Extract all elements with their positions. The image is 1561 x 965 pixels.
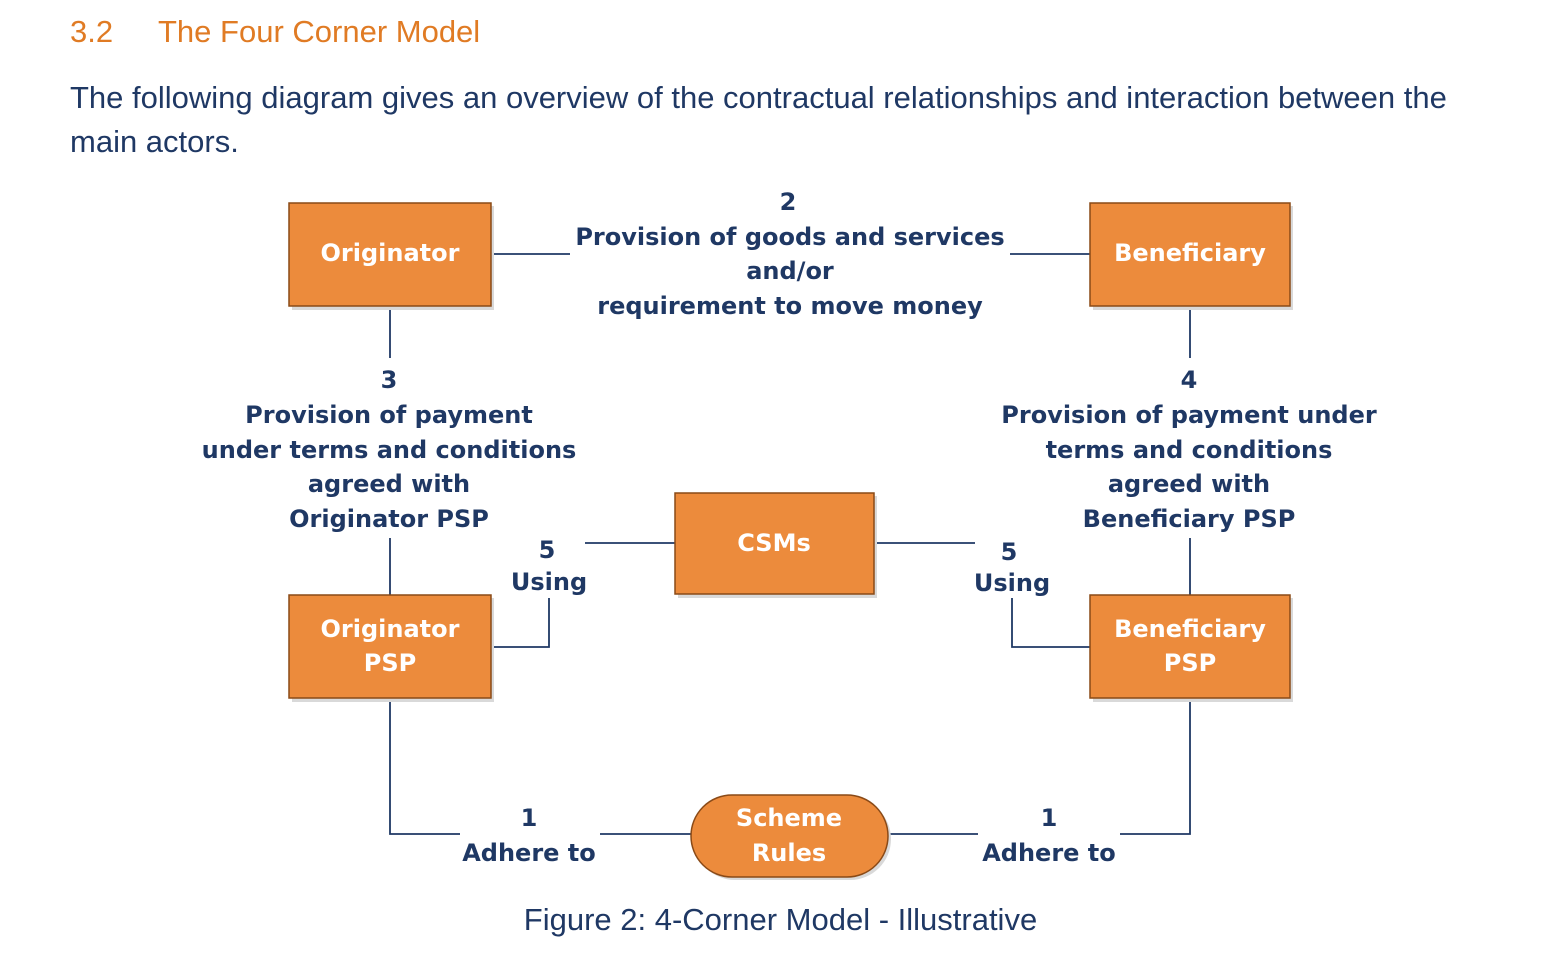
beneficiary-psp-label-1: Beneficiary <box>1114 615 1266 643</box>
rel4-line-1: Provision of payment under <box>1001 401 1377 429</box>
figure-caption: Figure 2: 4-Corner Model - Illustrative <box>523 902 1038 937</box>
rel1-right-number: 1 <box>1041 804 1058 832</box>
beneficiary-label: Beneficiary <box>1114 239 1266 267</box>
connector-beneficiary-psp-rel5 <box>1011 598 1090 648</box>
rel4-number: 4 <box>1181 366 1198 394</box>
scheme-rules-label-1: Scheme <box>736 804 842 832</box>
csms-box: CSMs <box>674 492 877 598</box>
section-heading: 3.2 The Four Corner Model <box>70 14 480 50</box>
scheme-rules-box: Scheme Rules <box>690 794 891 880</box>
relationship-1-left-label: 1 Adhere to <box>462 804 596 867</box>
csms-label: CSMs <box>737 529 811 557</box>
rel4-line-2: terms and conditions <box>1046 436 1333 464</box>
connector-originator-psp-rel5 <box>491 598 550 648</box>
intro-paragraph: The following diagram gives an overview … <box>70 80 1447 159</box>
relationship-1-right-label: 1 Adhere to <box>982 804 1116 867</box>
rel3-line-1: Provision of payment <box>245 401 533 429</box>
rel4-line-3: agreed with <box>1108 470 1270 498</box>
beneficiary-psp-label-2: PSP <box>1164 649 1216 677</box>
rel3-line-3: agreed with <box>308 470 470 498</box>
rel1-right-text: Adhere to <box>982 839 1116 867</box>
section-title: The Four Corner Model <box>158 14 481 49</box>
relationship-2-label: 2 Provision of goods and services and/or… <box>575 188 1004 320</box>
section-number: 3.2 <box>70 14 114 49</box>
rel5-right-text: Using <box>974 569 1050 597</box>
originator-psp-label-2: PSP <box>364 649 416 677</box>
scheme-rules-label-2: Rules <box>752 839 826 867</box>
rel1-left-text: Adhere to <box>462 839 596 867</box>
rel2-number: 2 <box>780 188 797 216</box>
originator-psp-label-1: Originator <box>321 615 460 643</box>
connector-originator-psp-rel1 <box>389 698 460 835</box>
connectors <box>389 253 1191 835</box>
rel2-line-1: Provision of goods and services <box>575 223 1004 251</box>
relationship-4-label: 4 Provision of payment under terms and c… <box>1001 366 1377 533</box>
rel3-line-4: Originator PSP <box>289 505 489 533</box>
rel5-left-number: 5 <box>539 536 556 564</box>
rel5-right-number: 5 <box>1001 538 1018 566</box>
originator-label: Originator <box>321 239 460 267</box>
originator-box: Originator <box>288 202 494 310</box>
beneficiary-box: Beneficiary <box>1089 202 1293 310</box>
originator-psp-box: Originator PSP <box>288 594 494 702</box>
rel1-left-number: 1 <box>521 804 538 832</box>
rel3-number: 3 <box>381 366 398 394</box>
connector-rel1-right-beneficiary-psp <box>1120 698 1191 835</box>
rel4-line-4: Beneficiary PSP <box>1083 505 1296 533</box>
beneficiary-psp-box: Beneficiary PSP <box>1089 594 1293 702</box>
rel3-line-2: under terms and conditions <box>202 436 577 464</box>
rel5-left-text: Using <box>511 568 587 596</box>
relationship-3-label: 3 Provision of payment under terms and c… <box>202 366 577 533</box>
rel2-line-3: requirement to move money <box>597 292 983 320</box>
relationship-5-left-label: 5 Using <box>511 536 587 596</box>
rel2-line-2: and/or <box>746 257 834 285</box>
relationship-5-right-label: 5 Using <box>974 538 1050 597</box>
